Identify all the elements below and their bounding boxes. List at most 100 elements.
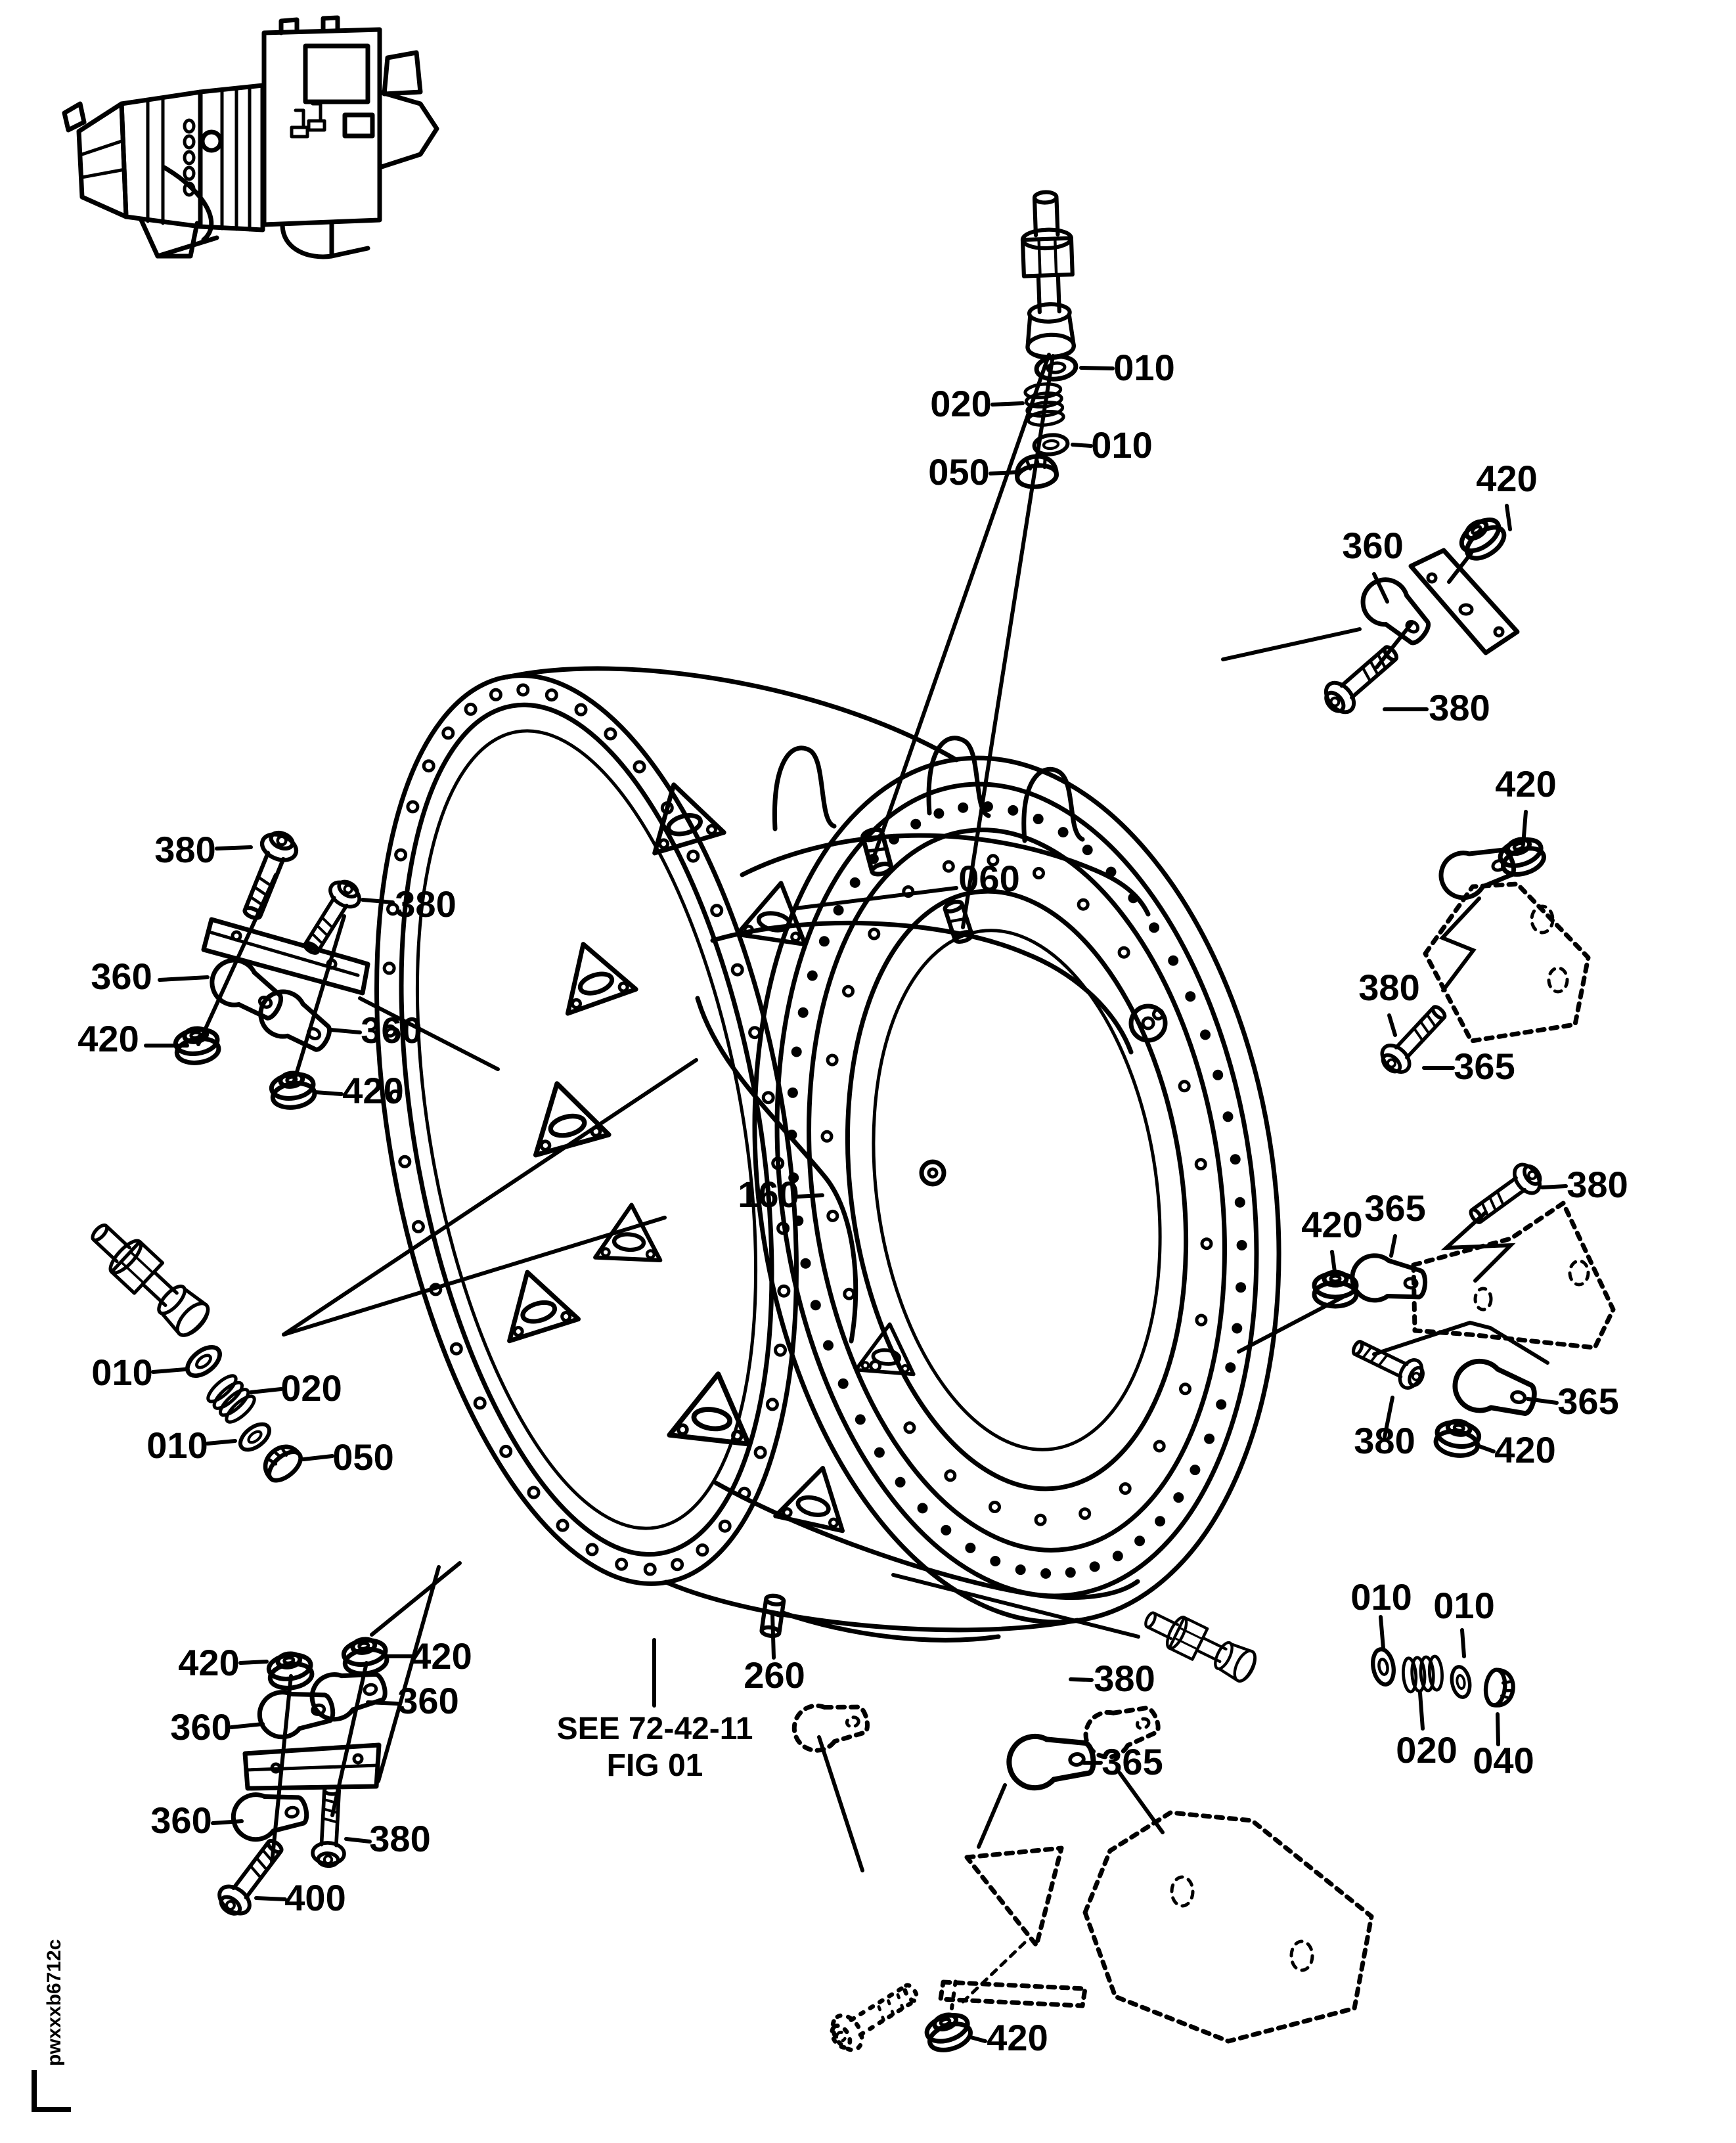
callout-label-text: 380: [1354, 1420, 1415, 1461]
callout-380: 380: [361, 883, 456, 925]
loop-clamp: [253, 984, 338, 1057]
callout-leader-line: [1379, 1615, 1385, 1650]
callout-leader-line: [795, 1193, 824, 1199]
spring: [204, 1372, 258, 1426]
bolt-hole: [406, 800, 420, 814]
bolt-hole: [1216, 1399, 1227, 1410]
callout-label-text: 420: [78, 1018, 139, 1059]
bolt-hole: [1065, 1567, 1076, 1578]
bolt-hole: [1033, 814, 1044, 824]
callout-label-text: 380: [395, 883, 456, 925]
callout-420: 420: [178, 1642, 269, 1683]
reference-note-line1: SEE 72-42-11: [557, 1712, 753, 1746]
tube-fitting: [944, 900, 973, 944]
fuel-manifold-tubes: [695, 736, 1151, 1643]
callout-leader-line: [1477, 1444, 1496, 1453]
bolt-hole: [843, 1287, 856, 1300]
bolt-hole: [942, 860, 955, 873]
bolt-hole: [710, 904, 724, 917]
bolt-hole: [1033, 867, 1045, 879]
bolt-hole: [810, 1300, 821, 1311]
bolt-hole: [818, 936, 830, 947]
bolt-hole: [1117, 946, 1130, 959]
bolt-hole: [807, 970, 818, 981]
nut: [924, 2009, 974, 2054]
bolt: [312, 1786, 347, 1867]
callout-label-text: 360: [397, 1680, 458, 1721]
callout-leader-line: [770, 1612, 776, 1660]
callout-leader-line: [1526, 1397, 1559, 1405]
callout-420: 420: [386, 1635, 472, 1677]
bolt-hole: [1236, 1240, 1247, 1250]
callout-420: 420: [1495, 763, 1557, 847]
bolt-hole: [777, 1284, 791, 1298]
callout-365: 365: [1364, 1187, 1426, 1258]
bolt-hole: [917, 1503, 928, 1514]
bolt-hole: [987, 854, 1000, 867]
callout-label-text: 365: [1102, 1741, 1163, 1782]
callout-365: 365: [1526, 1381, 1619, 1422]
assembly-leader-lines: [196, 353, 1549, 2010]
callout-420: 420: [1301, 1204, 1363, 1273]
watermark-corner-mark: [32, 2070, 71, 2112]
callout-label-text: 380: [154, 829, 215, 870]
loop-clamp: [1006, 1729, 1096, 1791]
callout-label-text: 420: [411, 1635, 472, 1677]
callout-010: 010: [146, 1425, 237, 1466]
bolt-hole: [855, 1414, 866, 1425]
bolt-hole: [449, 1342, 463, 1356]
callout-leader-line: [1071, 443, 1093, 448]
callout-label-text: 420: [342, 1070, 403, 1111]
assembly-leader-line: [1440, 1210, 1516, 1283]
callout-365: 365: [1082, 1741, 1163, 1782]
callout-020: 020: [249, 1367, 342, 1409]
bolt-hole: [990, 1556, 1001, 1566]
callout-label-text: 420: [178, 1642, 239, 1683]
bolt-hole: [1168, 955, 1179, 966]
callout-360: 360: [150, 1800, 244, 1841]
callout-label-text: 260: [744, 1654, 805, 1696]
callout-leader-line: [361, 898, 395, 904]
bolt-hole: [791, 1046, 802, 1057]
assembly-leader-line: [282, 1058, 698, 1337]
bolt-hole: [383, 1024, 397, 1038]
callout-360: 360: [329, 1009, 422, 1051]
callout-360: 360: [170, 1706, 265, 1748]
bolt-hole: [696, 1543, 709, 1557]
phantom-bracket-right-upper: [1423, 881, 1591, 1044]
bolt-hole: [869, 1359, 882, 1373]
callout-260: 260: [744, 1612, 805, 1696]
callout-010: 010: [1071, 424, 1153, 466]
bolt-hole: [1134, 1535, 1146, 1547]
fitting-pad: [520, 1074, 610, 1155]
bolt-hole: [686, 849, 700, 863]
sensor-probe-top: [1021, 191, 1075, 359]
assembly-leader-line: [376, 1565, 441, 1783]
bolt-hole: [1151, 1007, 1165, 1021]
callout-label-text: 400: [284, 1877, 345, 1918]
bolt-hole: [1213, 1069, 1224, 1080]
bolt-hole: [1153, 1440, 1166, 1453]
callout-label-text: 010: [146, 1425, 208, 1466]
callout-label-text: 050: [928, 451, 989, 493]
bolt-hole: [527, 1486, 541, 1499]
callout-leader-line: [211, 1819, 244, 1825]
assembly-leader-line: [1372, 1320, 1549, 1365]
bolt-hole: [585, 1543, 599, 1557]
bolt-hole: [776, 1222, 790, 1235]
bolt: [234, 828, 301, 923]
callout-050: 050: [301, 1436, 394, 1478]
bolt-hole: [837, 1378, 849, 1389]
callout-label-text: 060: [958, 858, 1019, 899]
callout-380: 380: [154, 829, 253, 870]
callout-380: 380: [344, 1818, 431, 1859]
bolt-hole: [989, 1501, 1001, 1513]
callout-leader-line: [1521, 810, 1528, 847]
callout-420: 420: [313, 1070, 404, 1111]
bolt-hole: [1204, 1433, 1215, 1444]
callout-050: 050: [928, 451, 1019, 493]
callout-label-text: 380: [1358, 967, 1419, 1008]
assembly-leader-line: [358, 996, 500, 1071]
bolt-hole: [933, 808, 945, 819]
bolt-hole: [868, 927, 881, 940]
